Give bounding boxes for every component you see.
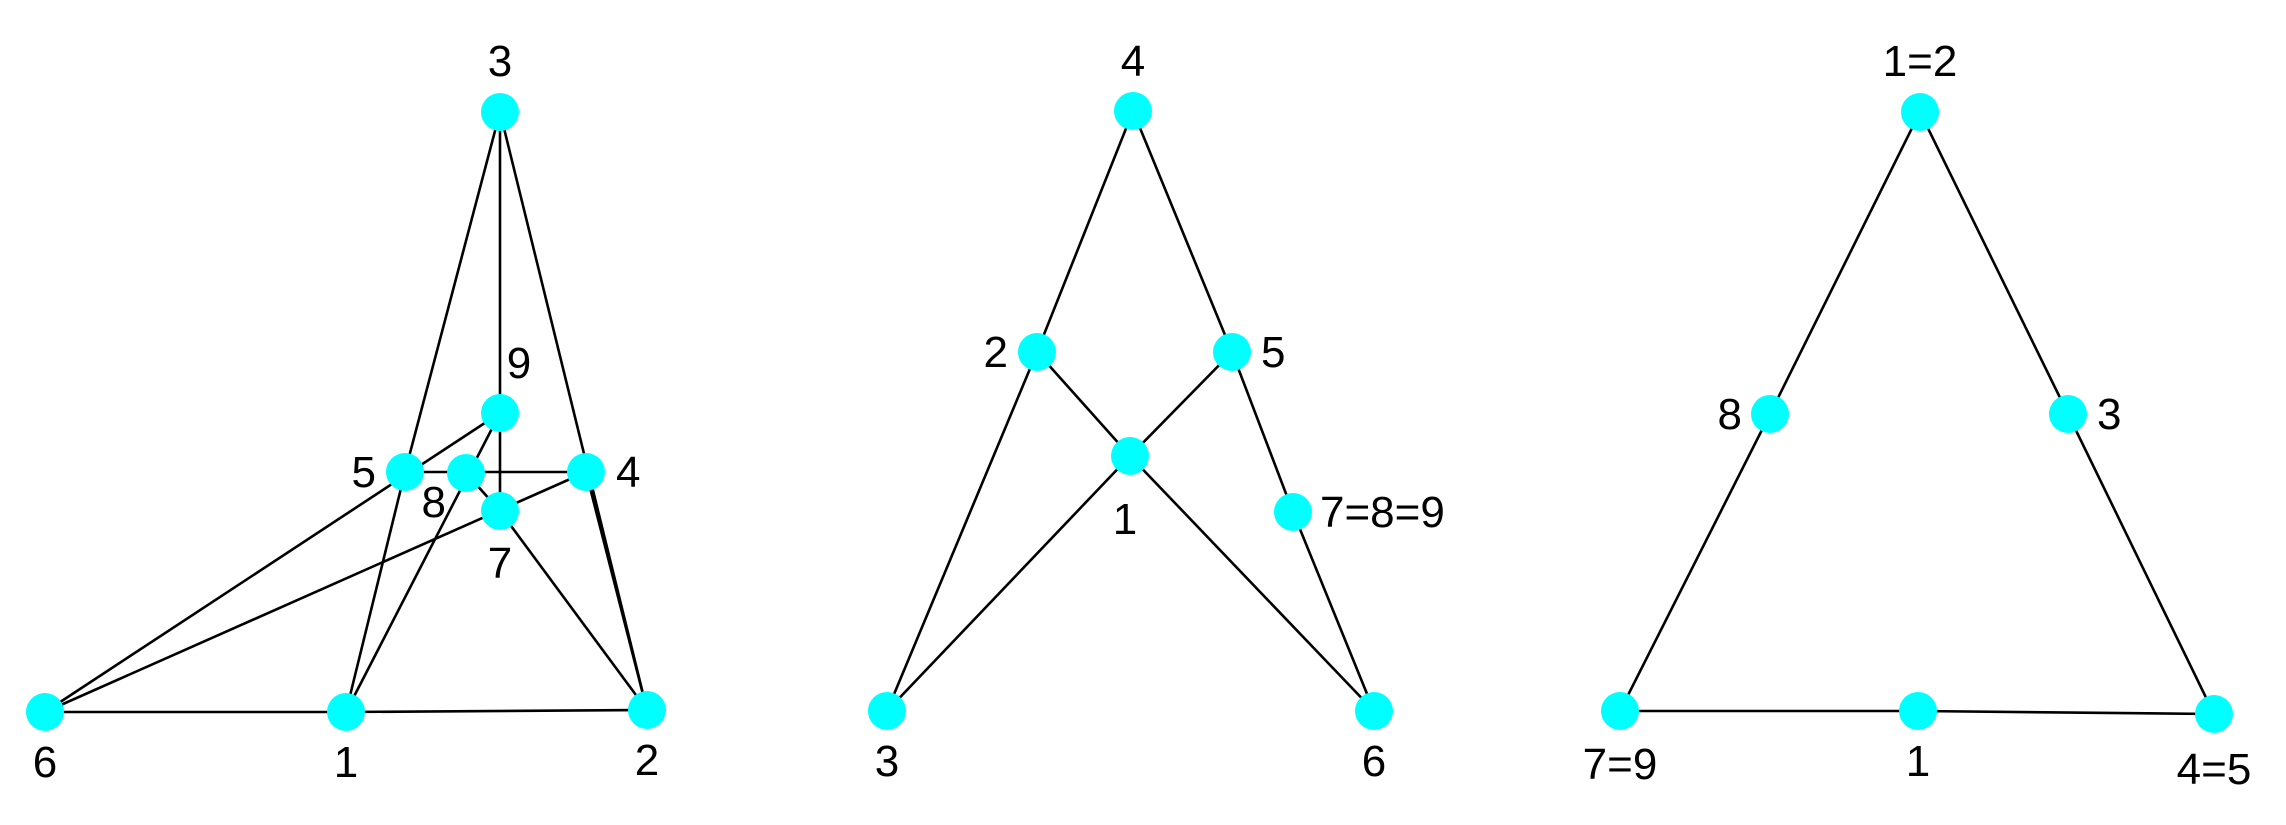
edge-middle-m4-m2 bbox=[1035, 110, 1135, 353]
edge-left-n7-n2 bbox=[498, 510, 649, 711]
node-label-left-n7: 7 bbox=[488, 539, 512, 588]
edge-middle-m5-m1 bbox=[1129, 351, 1233, 457]
node-label-middle-m1: 1 bbox=[1113, 495, 1137, 544]
node-label-right-r1: 1 bbox=[1906, 737, 1930, 786]
edge-right-r12-r3 bbox=[1918, 111, 2070, 415]
node-middle-m5 bbox=[1213, 333, 1251, 371]
node-right-r12 bbox=[1901, 93, 1939, 131]
node-label-middle-m5: 5 bbox=[1261, 328, 1285, 377]
node-label-right-r79: 7=9 bbox=[1583, 740, 1658, 789]
edge-middle-m789-m6 bbox=[1291, 511, 1376, 712]
edge-left-n3-n5 bbox=[403, 111, 502, 473]
node-left-n4 bbox=[567, 453, 605, 491]
node-left-n3 bbox=[481, 93, 519, 131]
edge-middle-m4-m5 bbox=[1131, 110, 1234, 353]
edge-middle-m5-m789 bbox=[1230, 351, 1295, 513]
node-left-n9 bbox=[481, 394, 519, 432]
node-label-left-n4: 4 bbox=[616, 448, 640, 497]
node-label-left-n6: 6 bbox=[33, 738, 57, 787]
edges-layer bbox=[44, 110, 2216, 716]
node-middle-m4 bbox=[1114, 92, 1152, 130]
node-label-right-r12: 1=2 bbox=[1883, 37, 1958, 86]
edge-middle-m1-m6 bbox=[1129, 455, 1375, 712]
nodes-layer bbox=[26, 92, 2233, 733]
node-label-middle-m4: 4 bbox=[1121, 37, 1145, 86]
edge-right-r1-r45 bbox=[1917, 709, 2215, 716]
node-right-r3 bbox=[2049, 395, 2087, 433]
node-left-n1 bbox=[327, 693, 365, 731]
edge-right-r8-r79 bbox=[1618, 413, 1772, 712]
edge-left-n5-n1 bbox=[344, 471, 407, 713]
edge-left-n6-n9 bbox=[44, 411, 501, 714]
edge-left-n1-n2 bbox=[345, 708, 648, 714]
node-label-middle-m6: 6 bbox=[1362, 737, 1386, 786]
node-left-n7 bbox=[481, 492, 519, 530]
node-label-left-n2: 2 bbox=[635, 736, 659, 785]
node-middle-m789 bbox=[1274, 493, 1312, 531]
node-middle-m1 bbox=[1111, 437, 1149, 475]
edge-right-r12-r8 bbox=[1768, 111, 1922, 415]
node-middle-m3 bbox=[868, 692, 906, 730]
edge-middle-m2-m3 bbox=[885, 351, 1039, 712]
node-middle-m6 bbox=[1355, 692, 1393, 730]
edge-right-r3-r45 bbox=[2066, 413, 2216, 715]
node-left-n2 bbox=[628, 691, 666, 729]
node-left-n8 bbox=[447, 454, 485, 492]
node-right-r1 bbox=[1899, 692, 1937, 730]
node-label-middle-m2: 2 bbox=[984, 328, 1008, 377]
edge-middle-m1-m3 bbox=[886, 455, 1131, 712]
node-label-left-n9: 9 bbox=[507, 339, 531, 388]
node-left-n5 bbox=[386, 453, 424, 491]
node-right-r8 bbox=[1751, 395, 1789, 433]
node-label-right-r45: 4=5 bbox=[2177, 745, 2252, 794]
node-label-left-n1: 1 bbox=[334, 738, 358, 787]
node-left-n6 bbox=[26, 693, 64, 731]
node-label-left-n8: 8 bbox=[422, 478, 446, 527]
node-label-right-r3: 3 bbox=[2097, 390, 2121, 439]
node-right-r79 bbox=[1601, 692, 1639, 730]
edge-middle-m2-m1 bbox=[1036, 351, 1131, 457]
node-label-left-n3: 3 bbox=[488, 37, 512, 86]
node-label-middle-m789: 7=8=9 bbox=[1320, 488, 1445, 537]
edge-left-n4-n2 bbox=[584, 471, 649, 711]
node-label-left-n5: 5 bbox=[352, 448, 376, 497]
node-middle-m2 bbox=[1018, 333, 1056, 371]
node-right-r45 bbox=[2195, 695, 2233, 733]
node-label-right-r8: 8 bbox=[1718, 390, 1742, 439]
node-label-middle-m3: 3 bbox=[875, 737, 899, 786]
